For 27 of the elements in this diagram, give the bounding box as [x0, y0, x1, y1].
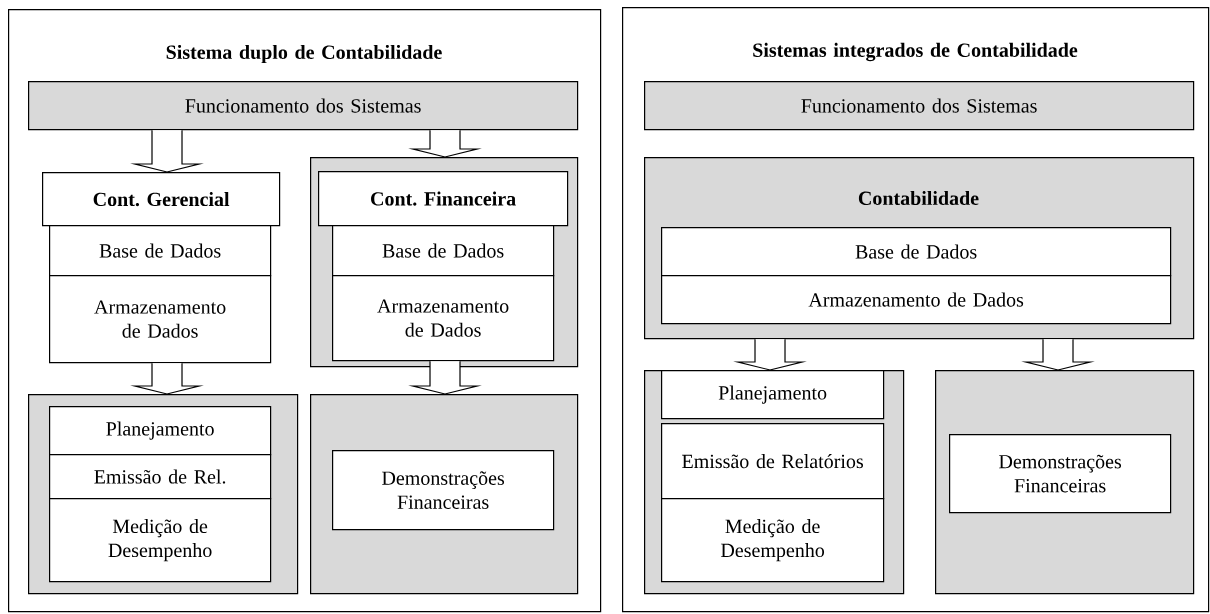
- text-box: Demonstrações Financeiras: [332, 450, 555, 531]
- box-title: Contabilidade: [858, 190, 979, 206]
- heading-box: Cont. Financeira: [318, 171, 569, 227]
- text-box: Base de Dados: [49, 225, 272, 277]
- block-arrow: [408, 360, 482, 395]
- text-box: Emissão de Relatórios: [661, 423, 885, 500]
- block-arrow: [408, 129, 482, 158]
- panel-title: Sistemas integrados de Contabilidade: [753, 42, 1078, 62]
- header-bar: Funcionamento dos Sistemas: [28, 81, 579, 131]
- text-box: Base de Dados: [332, 225, 555, 277]
- text-box: Planejamento: [49, 406, 272, 456]
- text-box: Emissão de Rel.: [49, 454, 272, 500]
- heading-box: Cont. Gerencial: [42, 172, 281, 227]
- text-box: Planejamento: [661, 370, 885, 420]
- text-box: Armazenamento de Dados: [661, 275, 1172, 325]
- block-arrow: [130, 129, 204, 173]
- header-bar: Funcionamento dos Sistemas: [644, 81, 1195, 131]
- text-box: Demonstrações Financeiras: [949, 434, 1172, 514]
- text-box: Base de Dados: [661, 227, 1172, 277]
- text-box: Armazenamento de Dados: [332, 275, 555, 362]
- block-arrow: [130, 362, 204, 395]
- text-box: Armazenamento de Dados: [49, 275, 272, 364]
- panel-title: Sistema duplo de Contabilidade: [166, 44, 442, 64]
- text-box: Medição de Desempenho: [661, 498, 885, 583]
- block-arrow: [1021, 338, 1095, 371]
- block-arrow: [733, 338, 807, 371]
- text-box: Medição de Desempenho: [49, 498, 272, 583]
